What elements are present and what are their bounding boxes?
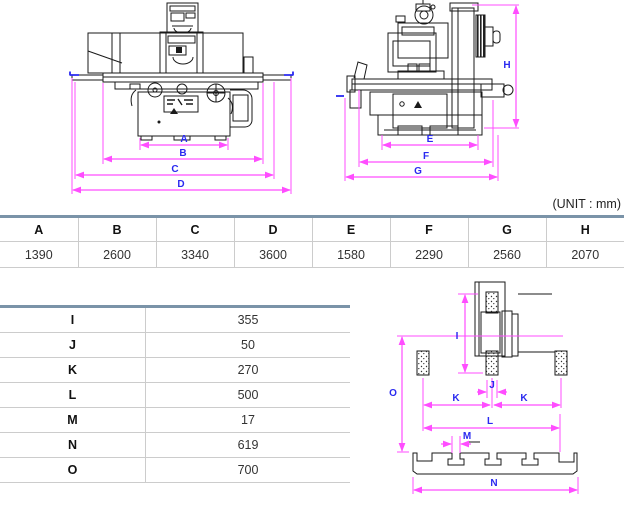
side-view-dimensions: H E F G [344,4,520,181]
dim-label-l: L [487,416,493,427]
table-row: N 619 [0,432,350,458]
dim-value-h: 2070 [545,241,624,268]
dim-value-e: 1580 [311,241,390,268]
col-header-a: A [0,216,78,242]
dim-label-d: D [177,179,184,190]
table-row: M 17 [0,407,350,433]
dim-value-b: 2600 [77,241,156,268]
dim-label-a: A [180,134,187,145]
table-row: K 270 [0,357,350,383]
unit-note: (UNIT : mm) [552,197,621,211]
row-label-n: N [0,432,146,458]
table-cross-section-drawing: I J K K L M N O [389,281,579,494]
dim-label-g: G [414,166,422,177]
col-header-h: H [545,216,624,242]
dim-label-c: C [171,164,178,175]
dim-label-n: N [490,478,497,489]
side-view-machine [346,0,514,136]
dim-label-i: I [456,331,459,342]
col-header-f: F [389,216,468,242]
table-row: O 700 [0,457,350,483]
row-label-m: M [0,407,146,433]
row-label-k: K [0,357,146,383]
row-label-l: L [0,382,146,408]
dim-label-k-right: K [520,393,528,404]
spec-table-main-header-row: A B C D E F G H [0,216,624,242]
dim-value-l: 500 [145,382,350,408]
row-label-o: O [0,457,146,483]
dim-value-d: 3600 [233,241,312,268]
dim-value-o: 700 [145,457,350,483]
col-header-g: G [467,216,546,242]
dim-value-j: 50 [145,332,350,358]
dim-label-j: J [489,380,495,391]
dim-value-f: 2290 [389,241,468,268]
t-slot-table-profile [412,452,578,475]
dim-value-a: 1390 [0,241,78,268]
dim-label-h: H [503,60,510,71]
dim-label-k-left: K [452,393,460,404]
dim-value-n: 619 [145,432,350,458]
col-header-d: D [233,216,312,242]
dim-label-o: O [389,388,397,399]
row-label-i: I [0,306,146,333]
table-row: J 50 [0,332,350,358]
spec-table-main-value-row: 1390 2600 3340 3600 1580 2290 2560 2070 [0,241,624,268]
dim-value-c: 3340 [155,241,234,268]
spec-table-main: A B C D E F G H 1390 2600 3340 3600 1580… [0,215,624,268]
col-header-b: B [77,216,156,242]
dim-label-f: F [423,151,429,162]
column-and-pads-outline [416,281,568,443]
cross-section-dimensions: I J K K L M N O [389,293,579,494]
dim-label-b: B [179,148,186,159]
dim-value-g: 2560 [467,241,546,268]
col-header-e: E [311,216,390,242]
front-view-dimensions: A B C D [71,78,292,194]
spec-table-secondary: I 355 J 50 K 270 L 500 M 17 N 619 [0,305,350,483]
dim-value-m: 17 [145,407,350,433]
machine-views-drawing: A B C D [69,0,520,194]
col-header-c: C [155,216,234,242]
front-view-machine [71,2,292,141]
dim-label-m: M [463,431,471,442]
front-view-clamp-marks [69,71,294,76]
dim-label-e: E [427,134,434,145]
dim-value-k: 270 [145,357,350,383]
table-row: I 355 [0,306,350,333]
table-row: L 500 [0,382,350,408]
dim-value-i: 355 [145,306,350,333]
row-label-j: J [0,332,146,358]
